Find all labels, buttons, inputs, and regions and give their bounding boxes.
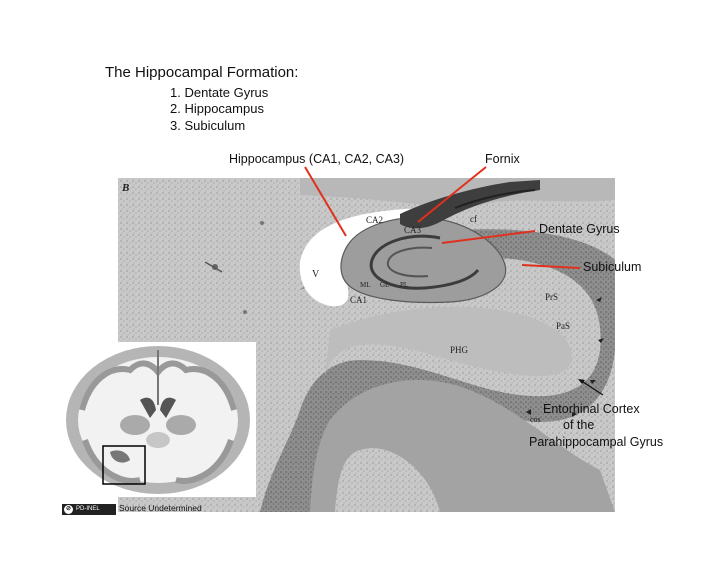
public-domain-icon: ⊘ (64, 505, 73, 514)
hippocampus-pointer-line (304, 166, 347, 237)
public-domain-badge: ⊘ PD-INEL (62, 504, 116, 515)
fornix-pointer-line (417, 166, 487, 223)
label-pas: PaS (556, 321, 570, 331)
dentate-gyrus-pointer-line (441, 230, 536, 244)
label-ml: ML (360, 281, 371, 289)
label-ca1: CA1 (350, 295, 367, 305)
label-gl: GL (380, 281, 389, 289)
arrow-head-icon (578, 379, 585, 384)
micrograph-labels: B CA2 CA3 CA1 V ML GL PL cf PrS PaS PHG … (121, 182, 570, 424)
ventricle-space (299, 208, 455, 307)
hippocampus-label: Hippocampus (CA1, CA2, CA3) (229, 152, 404, 166)
label-phg: PHG (450, 345, 469, 355)
label-pl: PL (400, 281, 408, 289)
fornix-fibers (400, 180, 540, 229)
entorhinal-pointer-line (579, 379, 604, 396)
badge-text: PD-INEL (76, 506, 100, 512)
dentate-gyrus-shape (369, 234, 480, 290)
fornix-label: Fornix (485, 152, 520, 166)
source-caption: Source Undetermined (119, 503, 202, 513)
dentate-gyrus-label: Dentate Gyrus (539, 222, 620, 236)
subiculum-pointer-line (521, 264, 581, 269)
entorhinal-label-line1: Entorhinal Cortex (543, 402, 640, 416)
label-ca2: CA2 (366, 215, 383, 225)
panel-letter: B (121, 182, 129, 194)
label-ca3: CA3 (404, 225, 422, 235)
page-title: The Hippocampal Formation: (105, 64, 299, 81)
list-item-dentate-gyrus: 1. Dentate Gyrus (170, 85, 269, 100)
list-item-hippocampus: 2. Hippocampus (170, 101, 264, 116)
label-prs: PrS (545, 292, 558, 302)
subiculum-label: Subiculum (583, 260, 641, 274)
inset-highlight-box (102, 445, 146, 485)
label-cos: cos (530, 415, 541, 424)
entorhinal-label-line2: of the (563, 418, 594, 432)
annotation-lines (304, 166, 581, 269)
label-cf: cf (470, 214, 477, 224)
entorhinal-label-line3: Parahippocampal Gyrus (529, 435, 663, 449)
label-ventricle: V (312, 269, 320, 280)
list-item-subiculum: 3. Subiculum (170, 118, 246, 133)
inset-brain-section (60, 342, 256, 497)
micrograph (118, 178, 615, 512)
